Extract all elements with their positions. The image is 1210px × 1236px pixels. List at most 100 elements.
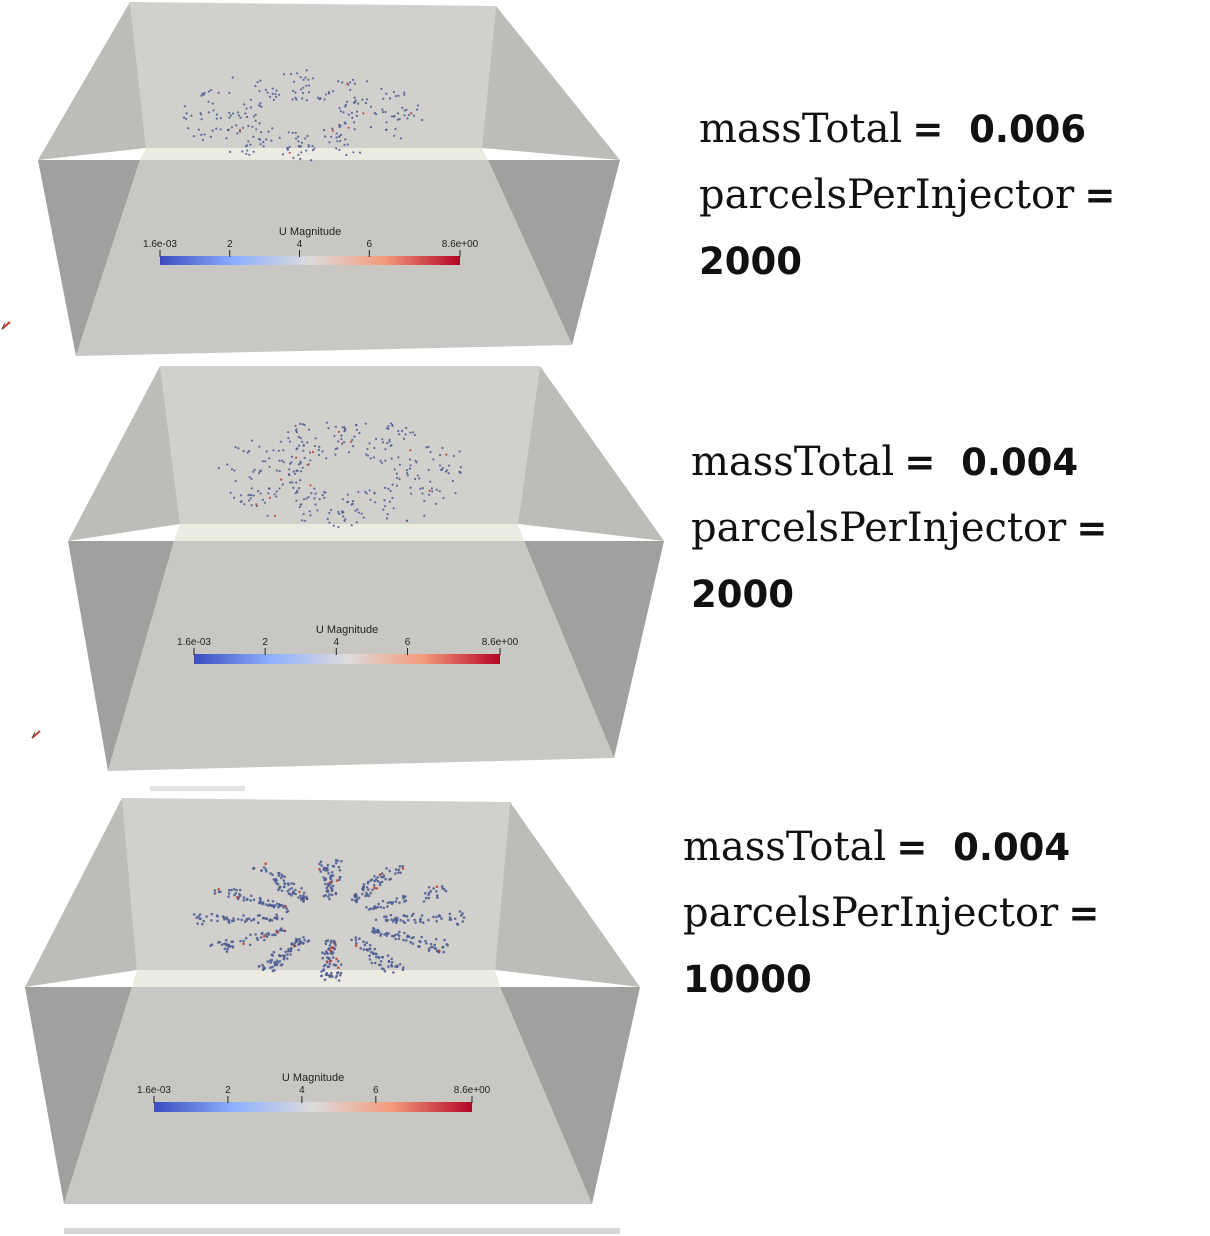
particle [252, 115, 256, 118]
particle [290, 887, 294, 890]
particle [381, 108, 384, 111]
particle [376, 879, 380, 883]
particle [306, 134, 309, 138]
particle [287, 892, 291, 896]
particle [334, 944, 337, 947]
mass-value: = 0.004 [904, 441, 1079, 484]
particle [398, 118, 401, 121]
particle [338, 148, 341, 151]
particle [331, 129, 334, 132]
particle [307, 463, 310, 466]
particle [275, 882, 278, 885]
particle [290, 455, 293, 458]
particle [409, 464, 412, 467]
particle [461, 920, 465, 923]
particle [427, 445, 430, 448]
particle [395, 897, 399, 900]
particle [259, 469, 262, 472]
particle [319, 870, 323, 873]
axes-orientation-icon [31, 730, 41, 739]
colorbar-tick-label: 1.6e-03 [143, 239, 177, 250]
particle [390, 115, 394, 118]
particle [348, 81, 352, 84]
particle [192, 135, 195, 138]
particle [441, 466, 444, 470]
particle [332, 524, 335, 527]
particle [431, 945, 434, 949]
particle [387, 427, 390, 430]
particle [451, 479, 454, 483]
particle [248, 153, 251, 156]
particle [274, 877, 278, 881]
particle [409, 486, 412, 489]
particle [304, 76, 307, 79]
particle [215, 113, 218, 116]
parcels-eq: = [1076, 507, 1108, 550]
particle [295, 469, 298, 472]
particle [373, 886, 376, 890]
particle [340, 437, 343, 441]
particle [266, 514, 269, 517]
particle [337, 440, 340, 443]
particle [247, 494, 250, 497]
particle [397, 429, 400, 433]
particle [362, 112, 365, 115]
particle [303, 938, 307, 942]
particle [274, 880, 277, 883]
particle [334, 963, 337, 967]
particle [207, 100, 210, 103]
particle [397, 937, 401, 940]
particle [364, 102, 367, 105]
particle [405, 939, 408, 942]
top-artifact [150, 786, 245, 791]
particle [336, 140, 339, 143]
particle [331, 874, 335, 877]
particle [217, 467, 220, 470]
particle [360, 512, 363, 515]
particle [252, 135, 255, 138]
particle [278, 136, 281, 139]
particle [227, 945, 230, 948]
particle [369, 879, 372, 882]
particle [390, 934, 394, 938]
particle [278, 954, 282, 958]
particle [439, 468, 443, 471]
particle [353, 128, 356, 131]
particle [277, 905, 280, 909]
particle [390, 918, 393, 921]
colorbar-tick-label: 2 [227, 239, 233, 250]
parcels-eq: = [1068, 892, 1100, 935]
particle [264, 933, 268, 936]
particle [229, 150, 232, 153]
particle [327, 872, 330, 875]
particle [366, 454, 369, 457]
parcels-value: 10000 [683, 958, 812, 1001]
particle [370, 961, 374, 965]
particle [374, 918, 378, 921]
particle [311, 77, 315, 80]
particle [325, 951, 329, 954]
particle [257, 472, 261, 475]
particle [259, 143, 262, 146]
particle [329, 876, 332, 880]
particle [385, 92, 388, 95]
particle [259, 492, 262, 495]
particle [373, 879, 376, 883]
particle [394, 933, 397, 937]
particle [386, 513, 389, 516]
particle [295, 481, 298, 484]
particle [326, 863, 330, 867]
particle [372, 456, 376, 459]
particle [391, 496, 394, 500]
particle [286, 882, 290, 885]
particle [286, 148, 289, 151]
particle [237, 114, 240, 117]
particle [287, 131, 290, 134]
particle [406, 474, 409, 477]
particle [373, 111, 376, 115]
particle [365, 492, 368, 495]
particle [399, 918, 403, 922]
particle [294, 472, 297, 475]
particle [397, 868, 401, 871]
